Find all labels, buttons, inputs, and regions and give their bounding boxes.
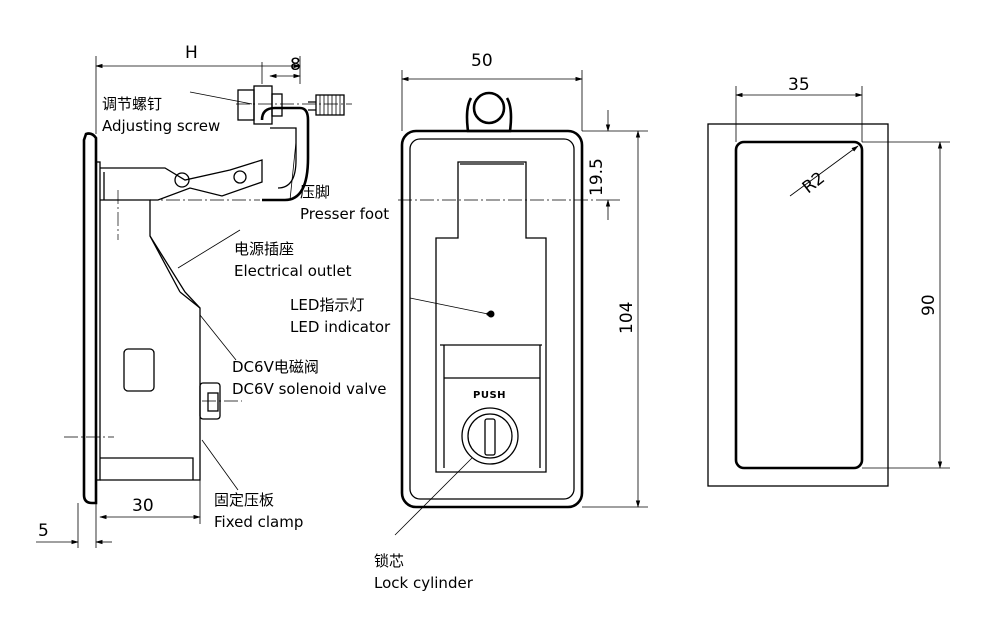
callout-electrical-outlet-cn: 电源插座 — [234, 240, 294, 258]
callout-electrical-outlet-en: Electrical outlet — [234, 262, 352, 280]
dim-h-label: H — [185, 43, 198, 63]
callout-solenoid-valve-en: DC6V solenoid valve — [232, 380, 386, 398]
callout-adjusting-screw-en: Adjusting screw — [102, 117, 220, 135]
dim-corner-radius-label: R2 — [799, 168, 829, 198]
callout-solenoid-valve-cn: DC6V电磁阀 — [232, 358, 319, 376]
callout-led-indicator-cn: LED指示灯 — [290, 296, 364, 314]
callout-lock-cylinder-en: Lock cylinder — [374, 574, 474, 592]
front-view: PUSH 50 19.5 104 — [398, 51, 648, 509]
callouts: 调节螺钉 Adjusting screw 压脚 Presser foot 电源插… — [102, 91, 490, 592]
cutout-view: R2 35 90 — [707, 75, 950, 487]
dim-plate-thickness-label: 5 — [38, 521, 49, 541]
push-label: PUSH — [473, 390, 506, 401]
dim-body-depth-label: 30 — [132, 496, 154, 516]
callout-presser-foot-en: Presser foot — [300, 205, 389, 223]
dim-front-height-label: 104 — [617, 302, 637, 334]
dim-screw-offset-label: 8 — [290, 55, 301, 75]
callout-fixed-clamp-cn: 固定压板 — [214, 491, 274, 509]
callout-fixed-clamp-en: Fixed clamp — [214, 513, 303, 531]
callout-lock-cylinder-cn: 锁芯 — [374, 552, 404, 570]
callout-adjusting-screw-cn: 调节螺钉 — [102, 95, 162, 113]
dim-cutout-width-label: 35 — [788, 75, 810, 95]
side-view: H 8 5 30 — [36, 43, 352, 548]
dim-front-width-label: 50 — [471, 51, 493, 71]
callout-presser-foot-cn: 压脚 — [300, 183, 330, 201]
callout-led-indicator-en: LED indicator — [290, 318, 391, 336]
dim-cutout-height-label: 90 — [919, 294, 939, 316]
dim-top-offset-label: 19.5 — [587, 158, 607, 196]
